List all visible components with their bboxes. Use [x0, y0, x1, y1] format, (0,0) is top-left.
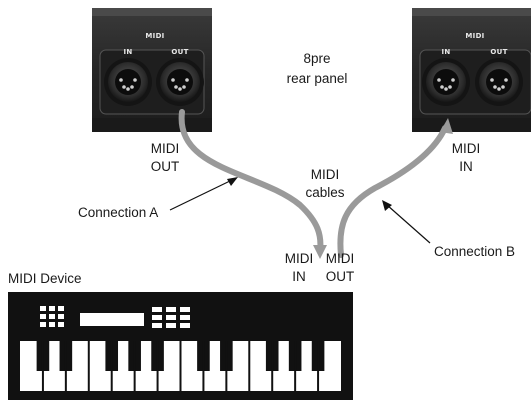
left-panel-midi-header: MIDI [145, 32, 165, 40]
connection-a-label: Connection A [78, 205, 159, 220]
right-panel-in-label: IN [441, 48, 451, 56]
connection-b-label: Connection B [434, 244, 516, 259]
midi-cable-a [178, 109, 324, 255]
right-midi-in-label-line1: MIDI [451, 141, 481, 156]
left-midi-out-jack [156, 58, 204, 106]
right-panel-out-label: OUT [490, 48, 508, 56]
right-panel-midi-header: MIDI [465, 32, 485, 40]
left-panel-in-label: IN [123, 48, 133, 56]
midi-device-keyboard [8, 292, 353, 400]
left-midi-out-label-line2: OUT [150, 159, 180, 174]
device-midi-in-label-line2: IN [292, 269, 306, 284]
connection-b-pointer [382, 200, 431, 244]
panel-caption-line1: 8pre [303, 51, 331, 66]
right-midi-out-jack [475, 58, 523, 106]
device-midi-in-label-line1: MIDI [284, 251, 314, 266]
right-midi-in-jack [422, 58, 470, 106]
midi-cables-label-line1: MIDI [310, 167, 340, 182]
midi-cable-b-arrowhead [440, 118, 453, 134]
midi-device-title: MIDI Device [8, 271, 82, 286]
midi-cable-a-arrowhead [313, 245, 327, 259]
left-panel-out-label: OUT [171, 48, 189, 56]
device-midi-out-label-line2: OUT [325, 269, 355, 284]
right-midi-in-label-line2: IN [459, 159, 473, 174]
panel-caption-line2: rear panel [286, 71, 348, 86]
device-midi-out-label-line1: MIDI [325, 251, 355, 266]
left-midi-out-label-line1: MIDI [150, 141, 180, 156]
midi-cables-label-line2: cables [305, 185, 345, 200]
left-midi-in-jack [104, 58, 152, 106]
connection-a-pointer [169, 177, 238, 211]
midi-cable-b [337, 125, 448, 258]
